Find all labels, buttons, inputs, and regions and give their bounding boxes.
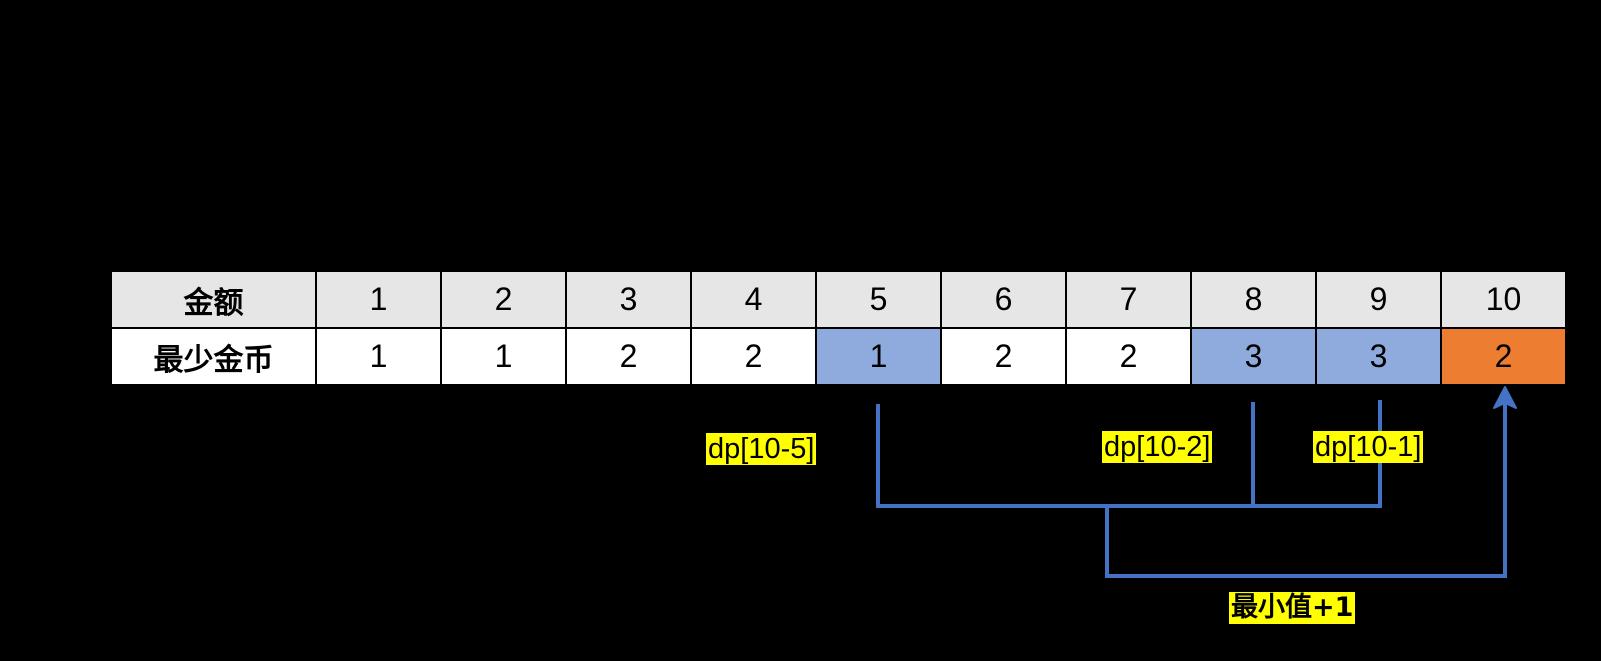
coin-cell-8: 3 <box>1190 327 1317 386</box>
label-dp-10-5: dp[10-5] <box>706 433 817 465</box>
amount-cell-4: 4 <box>690 270 817 329</box>
coin-cell-3: 2 <box>565 327 692 386</box>
coin-cell-9: 3 <box>1315 327 1442 386</box>
coin-cell-4: 2 <box>690 327 817 386</box>
min-coins-row: 最少金币 1 1 2 2 1 2 2 3 3 2 <box>110 327 1567 386</box>
amount-row: 金额 1 2 3 4 5 6 7 8 9 10 <box>110 270 1567 329</box>
amount-row-header: 金额 <box>110 270 317 329</box>
amount-cell-5: 5 <box>815 270 942 329</box>
coin-cell-1: 1 <box>315 327 442 386</box>
amount-cell-8: 8 <box>1190 270 1317 329</box>
label-min-plus-one: 最小值+1 <box>1229 592 1356 624</box>
label-dp-10-2: dp[10-2] <box>1102 431 1213 463</box>
result-path <box>1105 400 1507 578</box>
amount-cell-9: 9 <box>1315 270 1442 329</box>
coin-cell-6: 2 <box>940 327 1067 386</box>
amount-cell-7: 7 <box>1065 270 1192 329</box>
amount-cell-2: 2 <box>440 270 567 329</box>
arrow-up-icon <box>1493 386 1517 409</box>
amount-cell-3: 3 <box>565 270 692 329</box>
label-dp-10-1: dp[10-1] <box>1313 431 1424 463</box>
amount-cell-1: 1 <box>315 270 442 329</box>
coin-cell-10: 2 <box>1440 327 1567 386</box>
coin-cell-5: 1 <box>815 327 942 386</box>
amount-cell-6: 6 <box>940 270 1067 329</box>
coin-cell-2: 1 <box>440 327 567 386</box>
amount-cell-10: 10 <box>1440 270 1567 329</box>
dp-table: 金额 1 2 3 4 5 6 7 8 9 10 最少金币 1 1 2 2 1 2… <box>110 270 1567 386</box>
coin-cell-7: 2 <box>1065 327 1192 386</box>
min-coins-row-header: 最少金币 <box>110 327 317 386</box>
